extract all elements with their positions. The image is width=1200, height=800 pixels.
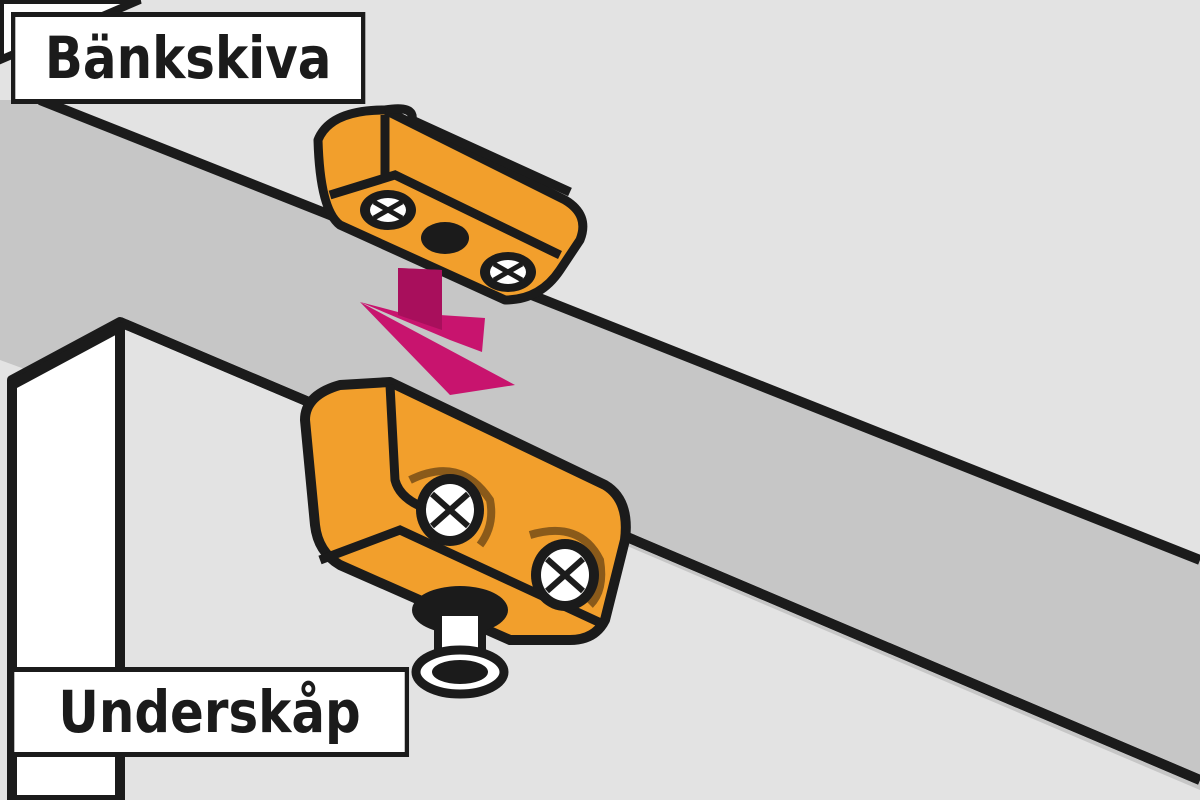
upper-center-hole: [421, 222, 469, 254]
countertop-top-edge: [38, 95, 1200, 565]
upper-screw-right: [480, 252, 536, 292]
countertop-label: Bänkskiva: [11, 12, 366, 104]
lower-bracket: [300, 377, 631, 699]
cabinet-top-edge-2: [118, 317, 1200, 785]
upper-bracket-lip: [328, 170, 562, 260]
arrow-down-icon: [360, 268, 515, 395]
lower-screw-right: [528, 526, 606, 611]
countertop-label-text: Bänkskiva: [44, 24, 332, 92]
upper-screw-left: [360, 190, 416, 230]
bolt-icon: [411, 586, 509, 699]
upper-bracket-top-rim: [384, 104, 572, 197]
upper-bracket: [313, 104, 588, 305]
base-cabinet-label: Underskåp: [10, 667, 410, 757]
lower-screw-left: [408, 467, 496, 548]
countertop-beam: [0, 100, 1200, 800]
base-cabinet-label-text: Underskåp: [58, 678, 361, 746]
